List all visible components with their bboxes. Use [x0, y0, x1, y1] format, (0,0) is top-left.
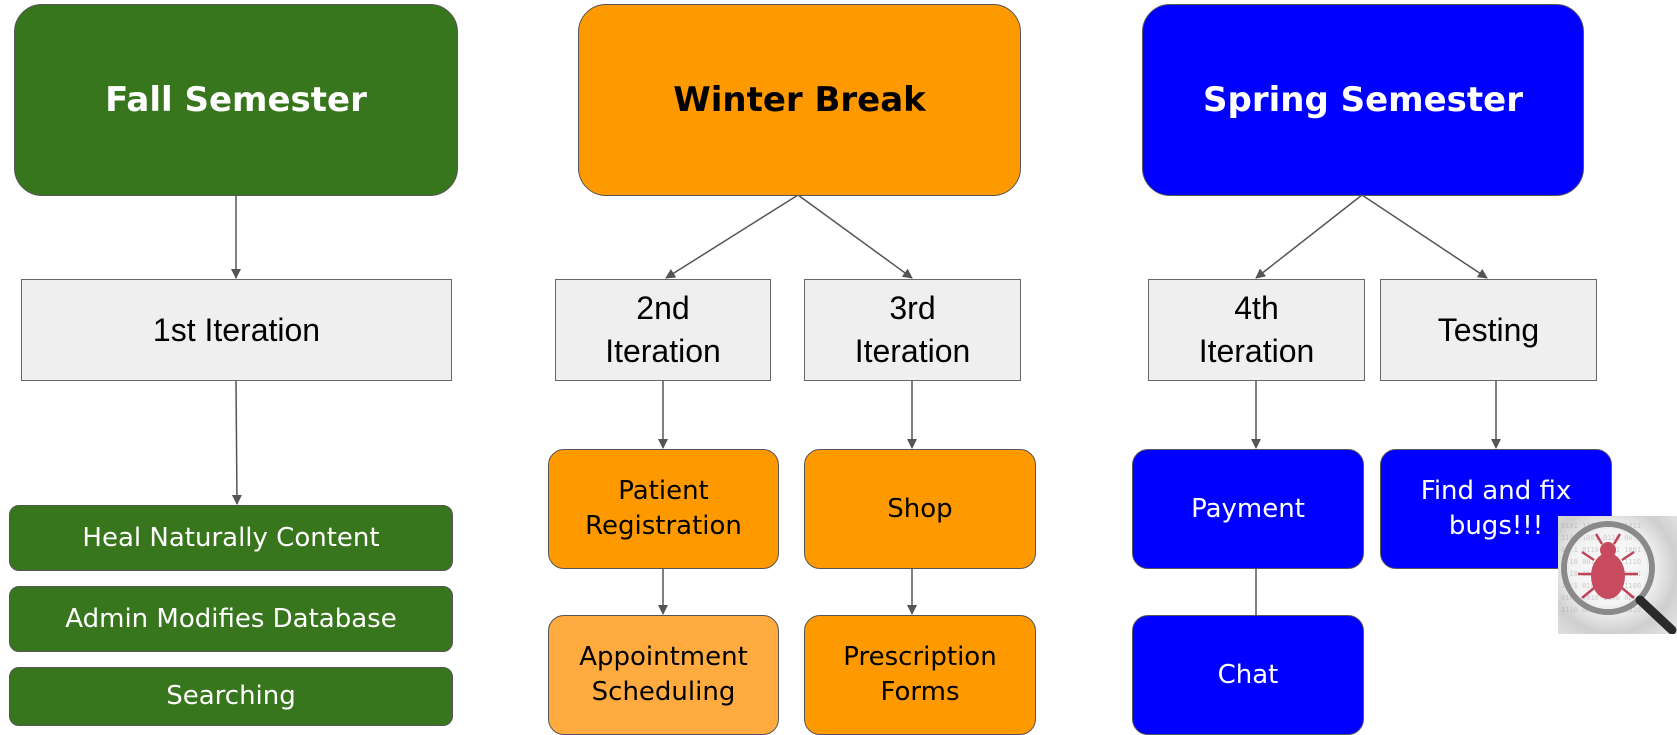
svg-text:1100 1001 0110 0010: 1100 1001 0110 0010: [1561, 534, 1641, 542]
header-winter-break: Winter Break: [578, 4, 1021, 196]
iteration-third: 3rd Iteration: [804, 279, 1021, 381]
task-appointment-scheduling: Appointment Scheduling: [548, 615, 779, 735]
bug-magnifier-icon: 0101 1101 0010 1011 1100 1001 0110 0010 …: [1558, 516, 1677, 635]
svg-text:0101 1010 1100 0011: 0101 1010 1100 0011: [1561, 594, 1641, 602]
task-admin-modifies-database: Admin Modifies Database: [9, 586, 453, 652]
arrow-spring-to-testing: [1361, 194, 1488, 279]
task-heal-naturally-content: Heal Naturally Content: [9, 505, 453, 571]
arrow-winter-to-second: [665, 194, 799, 279]
header-spring-semester: Spring Semester: [1142, 4, 1584, 196]
iteration-first: 1st Iteration: [21, 279, 452, 381]
iteration-fourth: 4th Iteration: [1148, 279, 1365, 381]
arrow-winter-to-third: [797, 194, 913, 279]
task-payment: Payment: [1132, 449, 1364, 569]
task-chat: Chat: [1132, 615, 1364, 735]
task-searching: Searching: [9, 667, 453, 726]
arrow-spring-to-fourth: [1255, 194, 1363, 279]
task-prescription-forms: Prescription Forms: [804, 615, 1036, 735]
iteration-second: 2nd Iteration: [555, 279, 771, 381]
task-patient-registration: Patient Registration: [548, 449, 779, 569]
header-fall-semester: Fall Semester: [14, 4, 458, 196]
arrow-first-to-tasks: [231, 380, 242, 505]
task-shop: Shop: [804, 449, 1036, 569]
task-find-and-fix-bugs: Find and fix bugs!!!: [1380, 449, 1612, 569]
iteration-testing: Testing: [1380, 279, 1597, 381]
